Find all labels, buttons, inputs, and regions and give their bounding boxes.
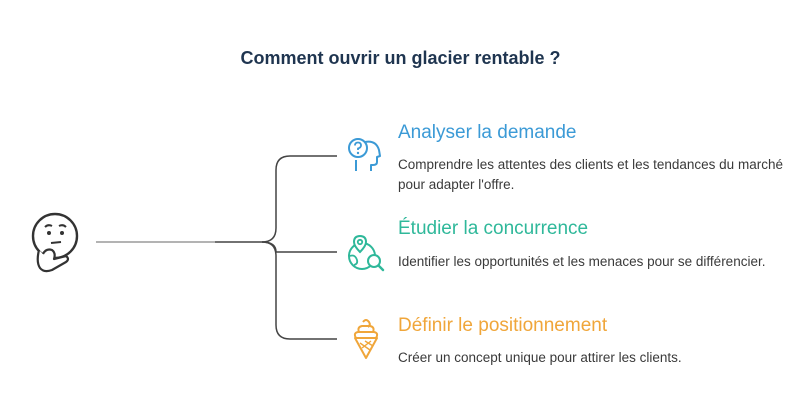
question-head-icon [348, 138, 381, 171]
branch-title-1: Analyser la demande [398, 122, 577, 143]
page-title: Comment ouvrir un glacier rentable ? [240, 48, 561, 68]
branch-line-1 [261, 155, 337, 243]
branch-description-3: Créer un concept unique pour attirer les… [398, 350, 682, 365]
branch-line-3 [261, 241, 337, 340]
branch-description-2: Identifier les opportunités et les menac… [398, 254, 766, 269]
branch-title-3: Définir le positionnement [398, 315, 608, 336]
ice-cream-icon [353, 319, 379, 359]
location-search-icon [348, 234, 385, 272]
thinking-face-icon [31, 212, 79, 273]
branch-title-2: Étudier la concurrence [398, 218, 589, 239]
branch-description-1: Comprendre les attentes des clients et l… [398, 157, 783, 192]
